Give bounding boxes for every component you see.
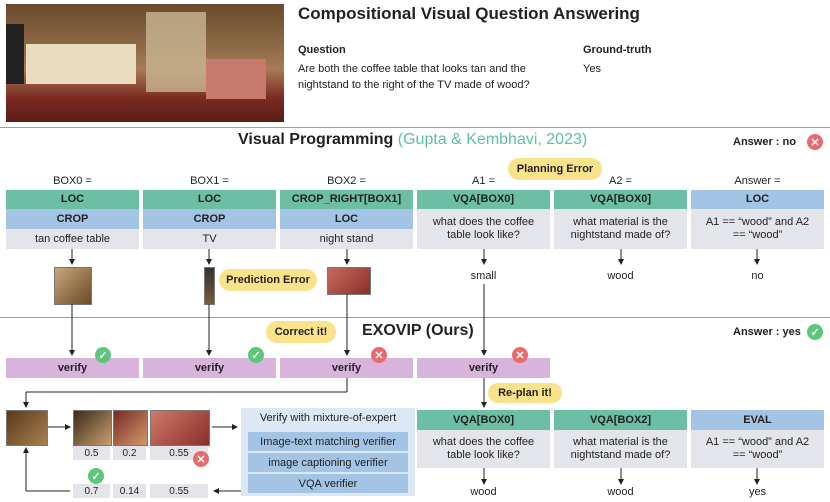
- visprog-title: Visual Programming: [238, 131, 394, 148]
- candidate-1-image: [73, 410, 112, 446]
- crop-coffee-table-image: [54, 267, 92, 305]
- var-box0: BOX0 =: [53, 175, 92, 187]
- score-fail-icon: ✕: [193, 451, 209, 467]
- exovip-answer-label: Answer :: [733, 326, 780, 338]
- verify-fail-icon-2: ✕: [371, 347, 387, 363]
- col0-op1: LOC: [6, 190, 139, 209]
- visprog-title-row: Visual Programming (Gupta & Kembhavi, 20…: [238, 131, 588, 148]
- divider-top: [0, 127, 830, 128]
- ex-col1-op1: VQA[BOX2]: [554, 410, 687, 430]
- candidate-2-image: [113, 410, 148, 446]
- crop-nightstand-image: [327, 267, 371, 295]
- score-bottom-2: 0.55: [150, 484, 208, 498]
- verify-col3: verify: [417, 358, 550, 378]
- col1-op1: LOC: [143, 190, 276, 209]
- replan-it-badge: Re-plan it!: [488, 383, 562, 403]
- var-a1: A1 =: [472, 175, 495, 187]
- verify-fail-icon-3: ✕: [512, 347, 528, 363]
- verifier-2: image captioning verifier: [248, 453, 408, 472]
- visprog-answer-value: no: [782, 136, 796, 148]
- col3-output: small: [470, 270, 497, 282]
- ex-col1-output: wood: [607, 486, 634, 498]
- col1-arg: TV: [143, 229, 276, 249]
- var-a2: A2 =: [609, 175, 632, 187]
- col4-arg: what material is the nightstand made of?: [554, 209, 687, 249]
- ex-col2-op1: EVAL: [691, 410, 824, 430]
- ground-truth-value: Yes: [583, 63, 601, 75]
- score-top-0: 0.5: [73, 446, 110, 460]
- divider-mid: [0, 317, 830, 318]
- col2-op1: CROP_RIGHT[BOX1]: [280, 190, 413, 209]
- verifier-title: Verify with mixture-of-expert: [259, 412, 397, 424]
- ex-col0-op1: VQA[BOX0]: [417, 410, 550, 430]
- verifier-panel: Verify with mixture-of-expert Image-text…: [241, 408, 415, 496]
- score-bottom-1: 0.14: [113, 484, 146, 498]
- visprog-answer: Answer : no: [733, 136, 796, 148]
- col2-arg: night stand: [280, 229, 413, 249]
- exovip-title: EXOVIP (Ours): [362, 322, 474, 339]
- visprog-answer-label: Answer :: [733, 136, 780, 148]
- question-label: Question: [298, 44, 346, 56]
- wrong-answer-icon: ✕: [807, 134, 823, 150]
- candidate-3-image: [150, 410, 210, 446]
- col5-arg: A1 == “wood” and A2 == “wood”: [691, 209, 824, 249]
- col5-output: no: [751, 270, 764, 282]
- ground-truth-label: Ground-truth: [583, 44, 652, 56]
- ex-col0-output: wood: [470, 486, 497, 498]
- var-box1: BOX1 =: [190, 175, 229, 187]
- ex-col2-output: yes: [748, 486, 767, 498]
- score-top-1: 0.2: [113, 446, 146, 460]
- candidate-crop-image: [6, 410, 48, 446]
- col2-op2: LOC: [280, 209, 413, 229]
- correct-it-badge: Correct it!: [266, 321, 336, 343]
- ex-col2-arg: A1 == “wood” and A2 == “wood”: [691, 430, 824, 468]
- hotel-room-photo: [6, 4, 284, 122]
- col3-op1: VQA[BOX0]: [417, 190, 550, 209]
- verify-ok-icon-1: ✓: [248, 347, 264, 363]
- prediction-error-badge: Prediction Error: [219, 269, 317, 291]
- verify-ok-icon-0: ✓: [95, 347, 111, 363]
- var-answer: Answer =: [734, 175, 781, 187]
- col4-output: wood: [607, 270, 634, 282]
- col1-op2: CROP: [143, 209, 276, 229]
- correct-answer-icon: ✓: [807, 324, 823, 340]
- col4-op1: VQA[BOX0]: [554, 190, 687, 209]
- exovip-answer: Answer : yes: [733, 326, 801, 338]
- verifier-3: VQA verifier: [248, 474, 408, 493]
- ex-col0-arg: what does the coffee table look like?: [417, 430, 550, 468]
- var-box2: BOX2 =: [327, 175, 366, 187]
- verifier-1: Image-text matching verifier: [248, 432, 408, 451]
- verify-col1: verify: [143, 358, 276, 378]
- col3-arg: what does the coffee table look like?: [417, 209, 550, 249]
- score-ok-icon: ✓: [88, 468, 104, 484]
- col0-arg: tan coffee table: [6, 229, 139, 249]
- col0-op2: CROP: [6, 209, 139, 229]
- verify-col0: verify: [6, 358, 139, 378]
- ex-col1-arg: what material is the nightstand made of?: [554, 430, 687, 468]
- col5-op1: LOC: [691, 190, 824, 209]
- question-text: Are both the coffee table that looks tan…: [298, 63, 530, 91]
- exovip-answer-value: yes: [782, 326, 801, 338]
- score-bottom-0: 0.7: [73, 484, 110, 498]
- verify-col2: verify: [280, 358, 413, 378]
- page-title: Compositional Visual Question Answering: [298, 4, 640, 23]
- visprog-citation: Gupta & Kembhavi, 2023: [403, 131, 582, 148]
- planning-error-badge: Planning Error: [508, 158, 602, 180]
